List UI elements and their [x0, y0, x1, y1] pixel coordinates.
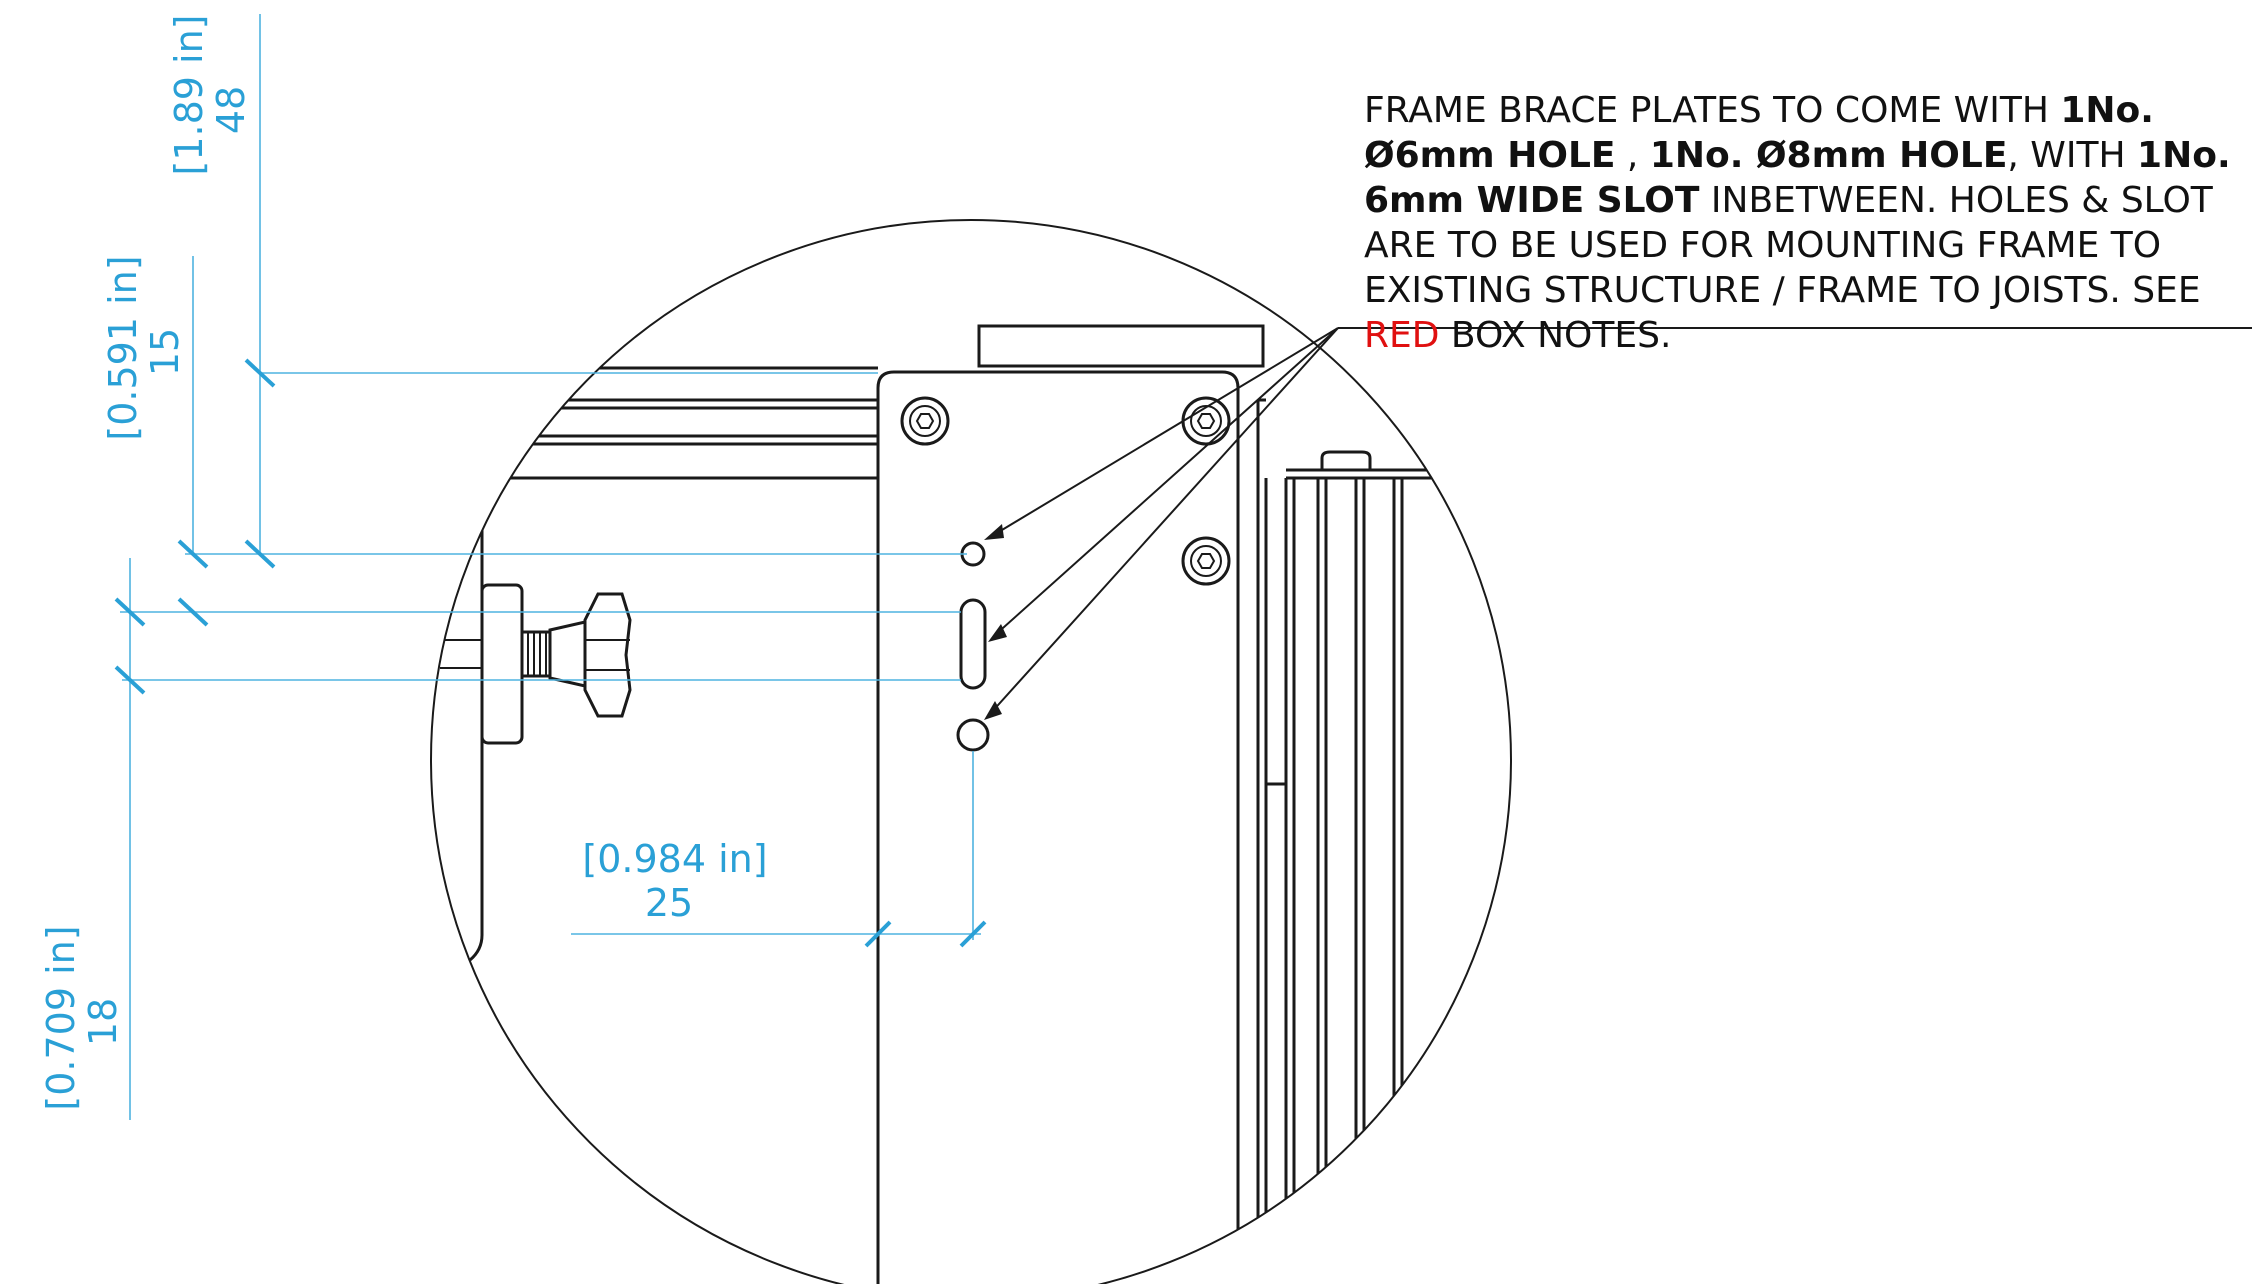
note-text: FRAME BRACE PLATES TO COME WITH: [1364, 90, 2061, 131]
brace-plate: [876, 370, 1240, 1284]
note-bold-slot: 1No. 6mm WIDE SLOT: [1364, 135, 2231, 221]
note-bold-hole-6mm: 1No. Ø6mm HOLE: [1364, 90, 2154, 176]
bolt-icon: [1181, 536, 1231, 586]
top-block: [977, 324, 1265, 368]
left-bracket: [440, 520, 524, 962]
dimension-15-metric: 15: [143, 328, 187, 376]
dimension-15-imperial: [0.591 in]: [101, 255, 145, 440]
dimension-25: [0.984 in] 25: [582, 837, 767, 925]
clamping-knob: [520, 592, 632, 718]
slot-6mm: [959, 598, 987, 690]
dimension-15: [0.591 in] 15: [101, 255, 187, 440]
frame-brace-note: FRAME BRACE PLATES TO COME WITH 1No. Ø6m…: [1364, 88, 2244, 358]
note-text: , WITH: [2007, 135, 2138, 176]
dimension-lines: [120, 14, 981, 1120]
dimension-48: [1.89 in] 48: [167, 15, 253, 176]
note-bold-hole-8mm: 1No. Ø8mm HOLE: [1649, 135, 2008, 176]
note-text: ,: [1615, 135, 1650, 176]
note-leader: [984, 327, 2252, 720]
dimension-18-imperial: [0.709 in]: [39, 925, 83, 1110]
bolt-icon: [1181, 396, 1231, 446]
dimension-25-metric: 25: [645, 881, 693, 925]
hole-8mm: [956, 718, 990, 752]
note-text: INBETWEEN. HOLES & SLOT ARE TO BE USED F…: [1364, 180, 2213, 311]
vertical-profile: [1256, 398, 1500, 1284]
dimension-25-imperial: [0.984 in]: [582, 837, 767, 881]
dimension-18-metric: 18: [81, 998, 125, 1046]
bolt-icon: [900, 396, 950, 446]
dimension-48-metric: 48: [209, 86, 253, 134]
note-text: BOX NOTES.: [1439, 315, 1672, 356]
detail-view-content: [431, 324, 1500, 1284]
dimension-18: [0.709 in] 18: [39, 925, 125, 1110]
horizontal-profile: [431, 366, 878, 480]
note-red-word: RED: [1364, 315, 1440, 356]
detail-circle: [430, 219, 1512, 1284]
dimension-48-imperial: [1.89 in]: [167, 15, 211, 176]
dimension-ticks: [114, 358, 987, 948]
